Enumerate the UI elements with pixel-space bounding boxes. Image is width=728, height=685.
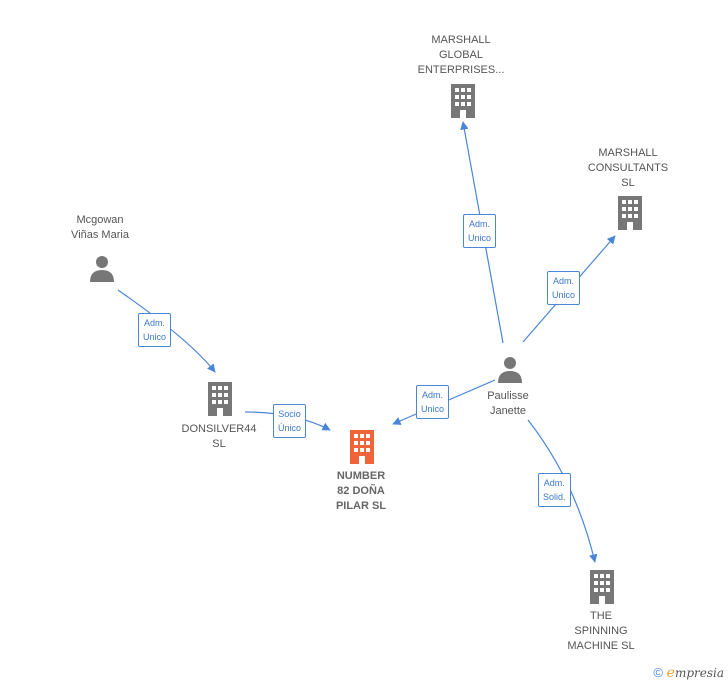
person-icon[interactable] — [88, 254, 116, 282]
node-label-donsilver: DONSILVER44 SL — [181, 423, 257, 450]
focal-building-icon[interactable] — [347, 430, 377, 464]
edge-label-paulisse-spinning: Adm. Solid. — [538, 473, 571, 507]
person-icon[interactable] — [496, 355, 524, 383]
edge-label-mcgowan-donsilver: Adm. Unico — [138, 313, 172, 347]
node-label-marshall-consultants: MARSHALL CONSULTANTS SL — [587, 147, 669, 189]
node-label-number82: NUMBER 82 DOÑA PILAR SL — [335, 470, 387, 512]
brand-logo: empresia — [666, 665, 724, 681]
node-label-mcgowan: Mcgowan Viñas Maria — [71, 214, 129, 241]
edge-label-paulisse-marshall-global: Adm. Unico — [463, 214, 497, 248]
edge-label-donsilver-number82: Socio Único — [273, 404, 307, 438]
building-icon[interactable] — [615, 196, 645, 230]
node-label-marshall-global: MARSHALL GLOBAL ENTERPRISES... — [417, 34, 505, 76]
node-label-paulisse: Paulisse Janette — [487, 390, 529, 417]
building-icon[interactable] — [205, 382, 235, 416]
edge-label-paulisse-number82: Adm. Unico — [416, 385, 450, 419]
edge-mcgowan-donsilver — [117, 289, 216, 373]
node-label-spinning: THE SPINNING MACHINE SL — [567, 610, 635, 652]
edge-label-paulisse-marshall-consultants: Adm. Unico — [547, 271, 581, 305]
building-icon[interactable] — [448, 84, 478, 118]
building-icon[interactable] — [587, 570, 617, 604]
copyright-icon: © — [653, 665, 664, 680]
footer-brand: © empresia — [653, 665, 724, 681]
